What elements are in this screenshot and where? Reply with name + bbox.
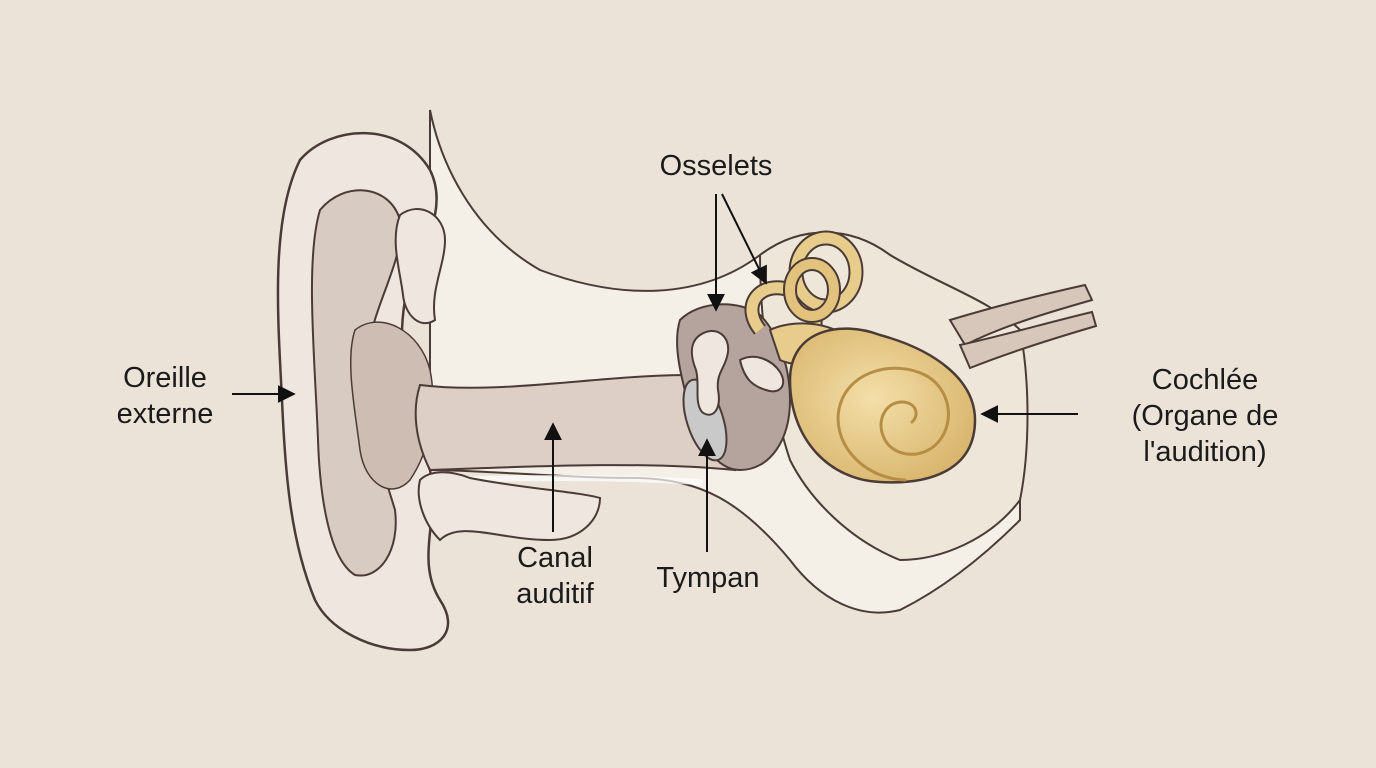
label-cochlee-line-3: l'audition) (1143, 436, 1267, 468)
tragus (417, 471, 602, 542)
label-tympan: Tympan (618, 560, 798, 596)
ossicles (690, 330, 730, 416)
label-cochlee-line-1: Cochlée (1151, 364, 1259, 396)
ear-canal-tube (414, 373, 736, 472)
label-canal-auditif-line-2: auditif (516, 578, 594, 610)
label-oreille-externe: Oreille externe (80, 360, 250, 432)
auditory-nerve (948, 283, 1094, 347)
label-oreille-externe-line-1: Oreille (123, 362, 207, 394)
label-oreille-externe-line-2: externe (116, 398, 214, 430)
stapes (738, 355, 785, 393)
label-tympan-line-1: Tympan (656, 562, 760, 594)
label-canal-auditif-line-1: Canal (517, 542, 593, 574)
auditory-nerve-lower (958, 310, 1098, 370)
label-cochlee: Cochlée (Organe de l'audition) (1070, 362, 1340, 470)
label-osselets: Osselets (616, 148, 816, 184)
cochlea (788, 327, 977, 484)
helix-top (394, 208, 447, 325)
label-osselets-line-1: Osselets (659, 150, 773, 182)
arrow-osselets-right (721, 193, 767, 285)
concha (349, 321, 434, 490)
label-cochlee-line-2: (Organe de (1131, 400, 1279, 432)
label-canal-auditif: Canal auditif (470, 540, 640, 612)
